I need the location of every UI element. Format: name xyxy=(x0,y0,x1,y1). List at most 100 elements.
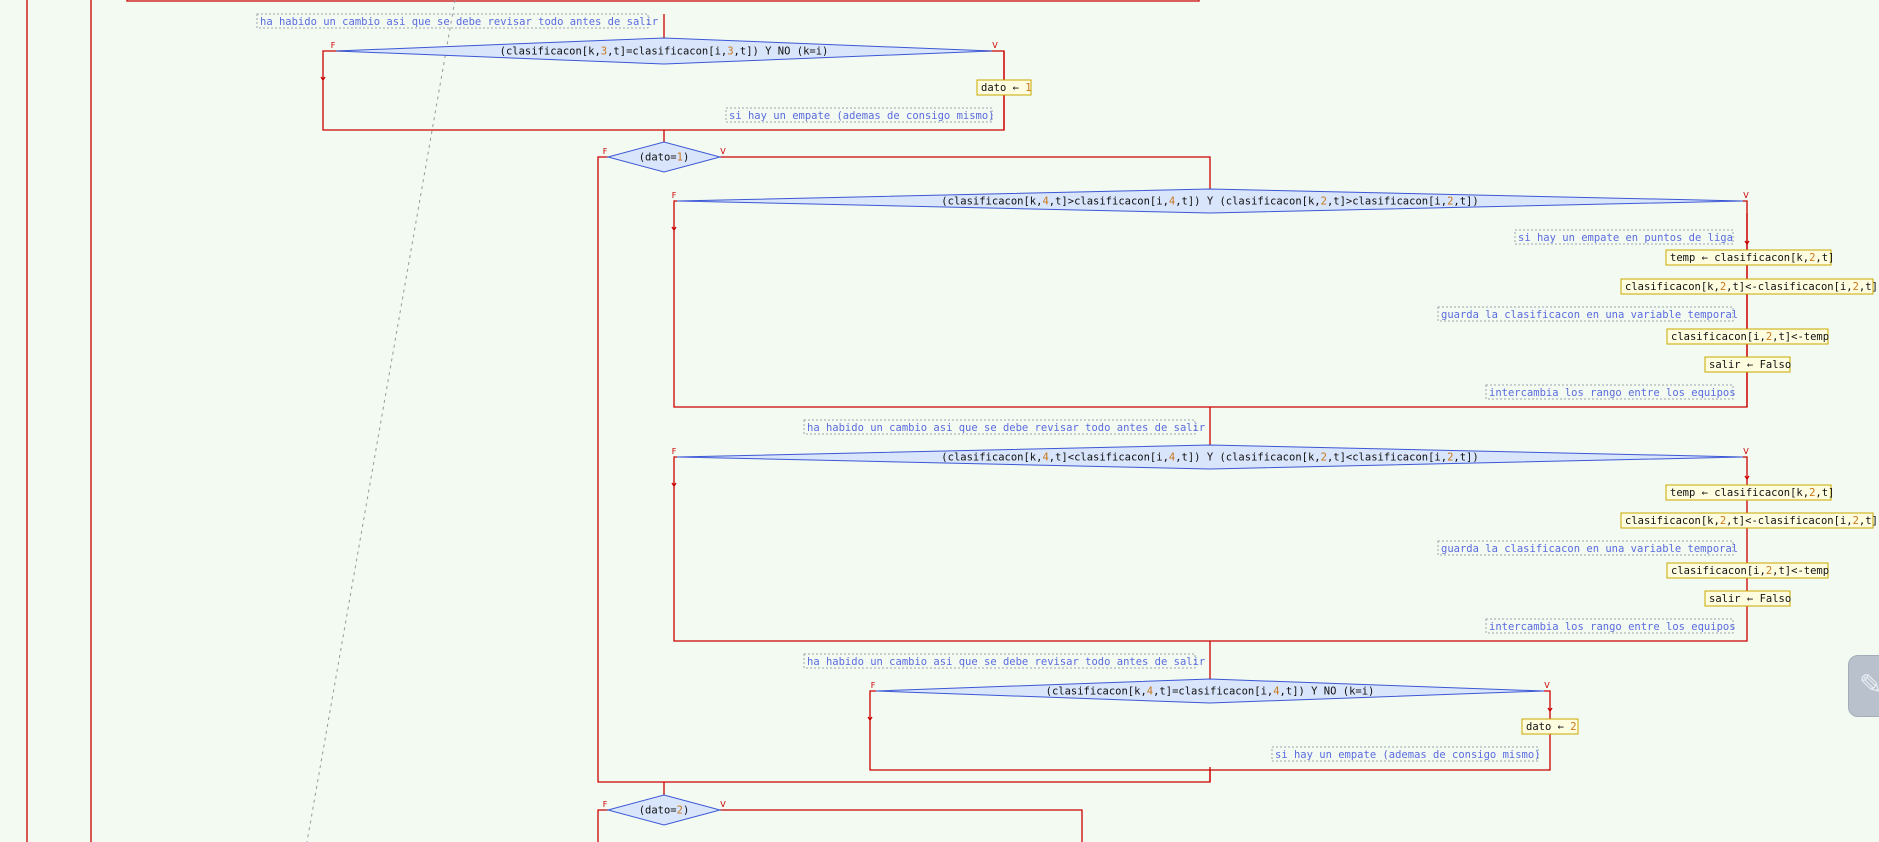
condition-text: (clasificacon[k,4,t]<clasificacon[i,4,t]… xyxy=(941,452,1478,464)
comment-box xyxy=(1485,618,1734,634)
decision-diamond xyxy=(606,141,722,173)
action-text: clasificacon[i,2,t]<-temp xyxy=(1671,331,1829,343)
comment-text: ha habido un cambio asi que se debe revi… xyxy=(260,16,658,28)
arrow-head xyxy=(1744,240,1750,246)
action-text: clasificacon[k,2,t]<-clasificacon[i,2,t] xyxy=(1625,515,1878,527)
a8-action[interactable]: clasificacon[i,2,t]<-temp xyxy=(1666,562,1829,579)
false-flag: F xyxy=(603,147,608,156)
pencil-icon: ✎ xyxy=(1859,668,1879,701)
comment-text: si hay un empate (ademas de consigo mism… xyxy=(729,110,995,122)
action-text: temp ← clasificacon[k,2,t] xyxy=(1670,487,1834,499)
d1-condition[interactable]: (clasificacon[k,3,t]=clasificacon[i,3,t]… xyxy=(331,37,999,65)
arrow-head xyxy=(671,482,677,488)
condition-text: (clasificacon[k,4,t]>clasificacon[i,4,t]… xyxy=(941,196,1478,208)
action-box xyxy=(1620,512,1874,529)
false-flag: F xyxy=(672,191,677,200)
comment-box xyxy=(1485,384,1734,400)
c9-comment[interactable]: ha habido un cambio asi que se debe revi… xyxy=(803,653,1205,669)
action-text: dato ← 1 xyxy=(981,82,1032,94)
comment-box xyxy=(1271,746,1539,762)
a2-action[interactable]: temp ← clasificacon[k,2,t] xyxy=(1665,249,1834,266)
d3-condition[interactable]: (clasificacon[k,4,t]>clasificacon[i,4,t]… xyxy=(672,188,1750,214)
false-flag: F xyxy=(871,681,876,690)
c7-comment[interactable]: guarda la clasificacon en una variable t… xyxy=(1437,540,1738,556)
a10-action[interactable]: dato ← 2 xyxy=(1521,718,1579,735)
condition-text: (clasificacon[k,4,t]=clasificacon[i,4,t]… xyxy=(1046,686,1375,698)
action-box xyxy=(1620,278,1874,295)
decision-diamond xyxy=(676,444,1744,470)
action-box xyxy=(1521,718,1579,735)
comment-box xyxy=(803,653,1196,669)
c6-comment[interactable]: ha habido un cambio asi que se debe revi… xyxy=(803,419,1205,435)
action-text: salir ← Falso xyxy=(1709,593,1791,605)
a3-action[interactable]: clasificacon[k,2,t]<-clasificacon[i,2,t] xyxy=(1620,278,1878,295)
action-text: salir ← Falso xyxy=(1709,359,1791,371)
c5-comment[interactable]: intercambia los rango entre los equipos xyxy=(1485,384,1736,400)
true-flag: V xyxy=(992,41,998,50)
comment-text: si hay un empate (ademas de consigo mism… xyxy=(1275,749,1541,761)
c10-comment[interactable]: si hay un empate (ademas de consigo mism… xyxy=(1271,746,1541,762)
a5-action[interactable]: salir ← Falso xyxy=(1704,356,1791,373)
arrow-head xyxy=(671,226,677,232)
d2-condition[interactable]: (dato=1) F V xyxy=(603,141,727,173)
decision-diamond xyxy=(676,188,1744,214)
flow-line xyxy=(597,809,608,842)
comment-box xyxy=(1437,540,1734,556)
action-box xyxy=(1665,484,1832,501)
action-box xyxy=(1666,328,1829,345)
arrow-head xyxy=(1547,707,1553,713)
action-box xyxy=(1665,249,1832,266)
c1-comment[interactable]: ha habido un cambio asi que se debe revi… xyxy=(256,13,658,29)
comment-text: intercambia los rango entre los equipos xyxy=(1489,387,1736,399)
true-flag: V xyxy=(1743,447,1749,456)
flow-line xyxy=(720,156,1211,189)
action-text: clasificacon[i,2,t]<-temp xyxy=(1671,565,1829,577)
condition-text: (dato=1) xyxy=(639,152,690,164)
arrow-head xyxy=(867,716,873,722)
false-flag: F xyxy=(603,800,608,809)
a9-action[interactable]: salir ← Falso xyxy=(1704,590,1791,607)
c4-comment[interactable]: guarda la clasificacon en una variable t… xyxy=(1437,306,1738,322)
true-flag: V xyxy=(1743,191,1749,200)
comment-text: si hay un empate en puntos de liga xyxy=(1518,232,1733,244)
action-box xyxy=(1704,590,1791,607)
comment-text: intercambia los rango entre los equipos xyxy=(1489,621,1736,633)
comment-box xyxy=(803,419,1196,435)
action-text: dato ← 2 xyxy=(1526,721,1577,733)
c2-comment[interactable]: si hay un empate (ademas de consigo mism… xyxy=(725,107,995,123)
arrow-head xyxy=(1744,475,1750,481)
action-box xyxy=(1704,356,1791,373)
arrow-head xyxy=(320,76,326,82)
false-flag: F xyxy=(331,41,336,50)
decision-diamond xyxy=(606,794,722,826)
c8-comment[interactable]: intercambia los rango entre los equipos xyxy=(1485,618,1736,634)
true-flag: V xyxy=(720,147,726,156)
connector-dashed xyxy=(306,0,456,842)
condition-text: (clasificacon[k,3,t]=clasificacon[i,3,t]… xyxy=(500,46,829,58)
true-flag: V xyxy=(1544,681,1550,690)
action-text: temp ← clasificacon[k,2,t] xyxy=(1670,252,1834,264)
decision-diamond xyxy=(875,678,1545,704)
comment-text: guarda la clasificacon en una variable t… xyxy=(1441,543,1738,555)
a6-action[interactable]: temp ← clasificacon[k,2,t] xyxy=(1665,484,1834,501)
action-box xyxy=(976,79,1032,96)
d5-condition[interactable]: (clasificacon[k,4,t]=clasificacon[i,4,t]… xyxy=(871,678,1551,704)
action-text: clasificacon[k,2,t]<-clasificacon[i,2,t] xyxy=(1625,281,1878,293)
action-box xyxy=(1666,562,1829,579)
c3-comment[interactable]: si hay un empate en puntos de liga xyxy=(1514,229,1734,245)
false-flag: F xyxy=(672,447,677,456)
comment-text: ha habido un cambio asi que se debe revi… xyxy=(807,422,1205,434)
a7-action[interactable]: clasificacon[k,2,t]<-clasificacon[i,2,t] xyxy=(1620,512,1878,529)
a1-action[interactable]: dato ← 1 xyxy=(976,79,1032,96)
edit-tool-button[interactable]: ✎ xyxy=(1848,655,1879,717)
a4-action[interactable]: clasificacon[i,2,t]<-temp xyxy=(1666,328,1829,345)
comment-box xyxy=(1437,306,1734,322)
comment-text: guarda la clasificacon en una variable t… xyxy=(1441,309,1738,321)
d4-condition[interactable]: (clasificacon[k,4,t]<clasificacon[i,4,t]… xyxy=(672,444,1750,470)
comment-text: ha habido un cambio asi que se debe revi… xyxy=(807,656,1205,668)
comment-box xyxy=(725,107,993,123)
true-flag: V xyxy=(720,800,726,809)
comment-box xyxy=(1514,229,1734,245)
